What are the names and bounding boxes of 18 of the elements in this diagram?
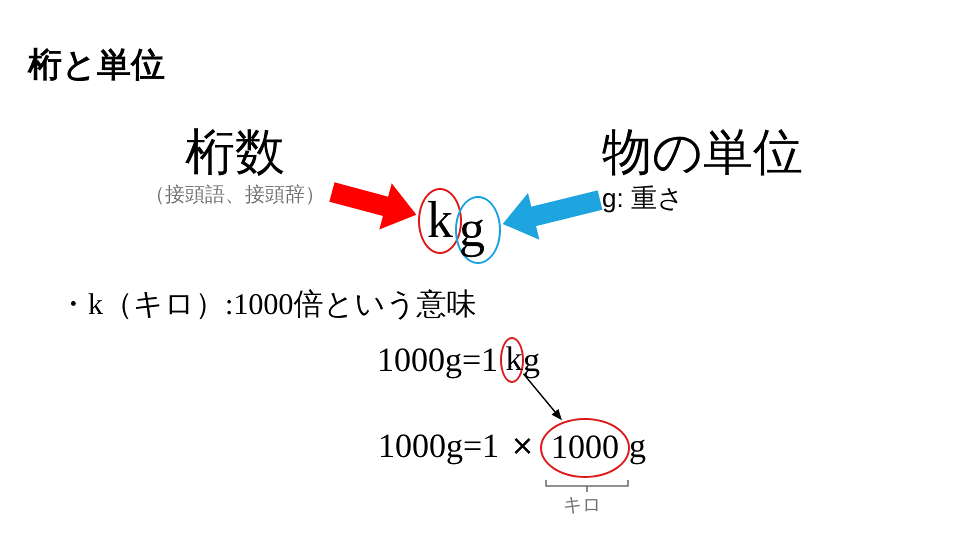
subheading: （接頭語、接頭辞）	[144, 185, 326, 205]
equation-text: 1000g=1	[377, 344, 498, 378]
equation-text: 1000g=1	[378, 430, 500, 464]
heading: 物の単位	[602, 127, 804, 177]
bullet-text: ・k（キロ）:1000倍という意味	[58, 290, 476, 320]
subheading: g: 重さ	[602, 185, 685, 211]
block-arrow	[502, 190, 602, 240]
block-arrow	[329, 182, 416, 230]
circled-letter: g	[455, 196, 501, 264]
circled-letter: k	[418, 188, 462, 254]
equation-text: g	[629, 430, 646, 464]
slide-title: 桁と単位	[28, 48, 165, 82]
arrow	[522, 373, 562, 420]
heading: 桁数	[184, 127, 286, 177]
bracket-label: キロ	[563, 496, 601, 515]
circled-number: 1000	[540, 418, 630, 478]
multiply-sign: ×	[512, 428, 534, 464]
equation-text: g	[523, 344, 540, 378]
